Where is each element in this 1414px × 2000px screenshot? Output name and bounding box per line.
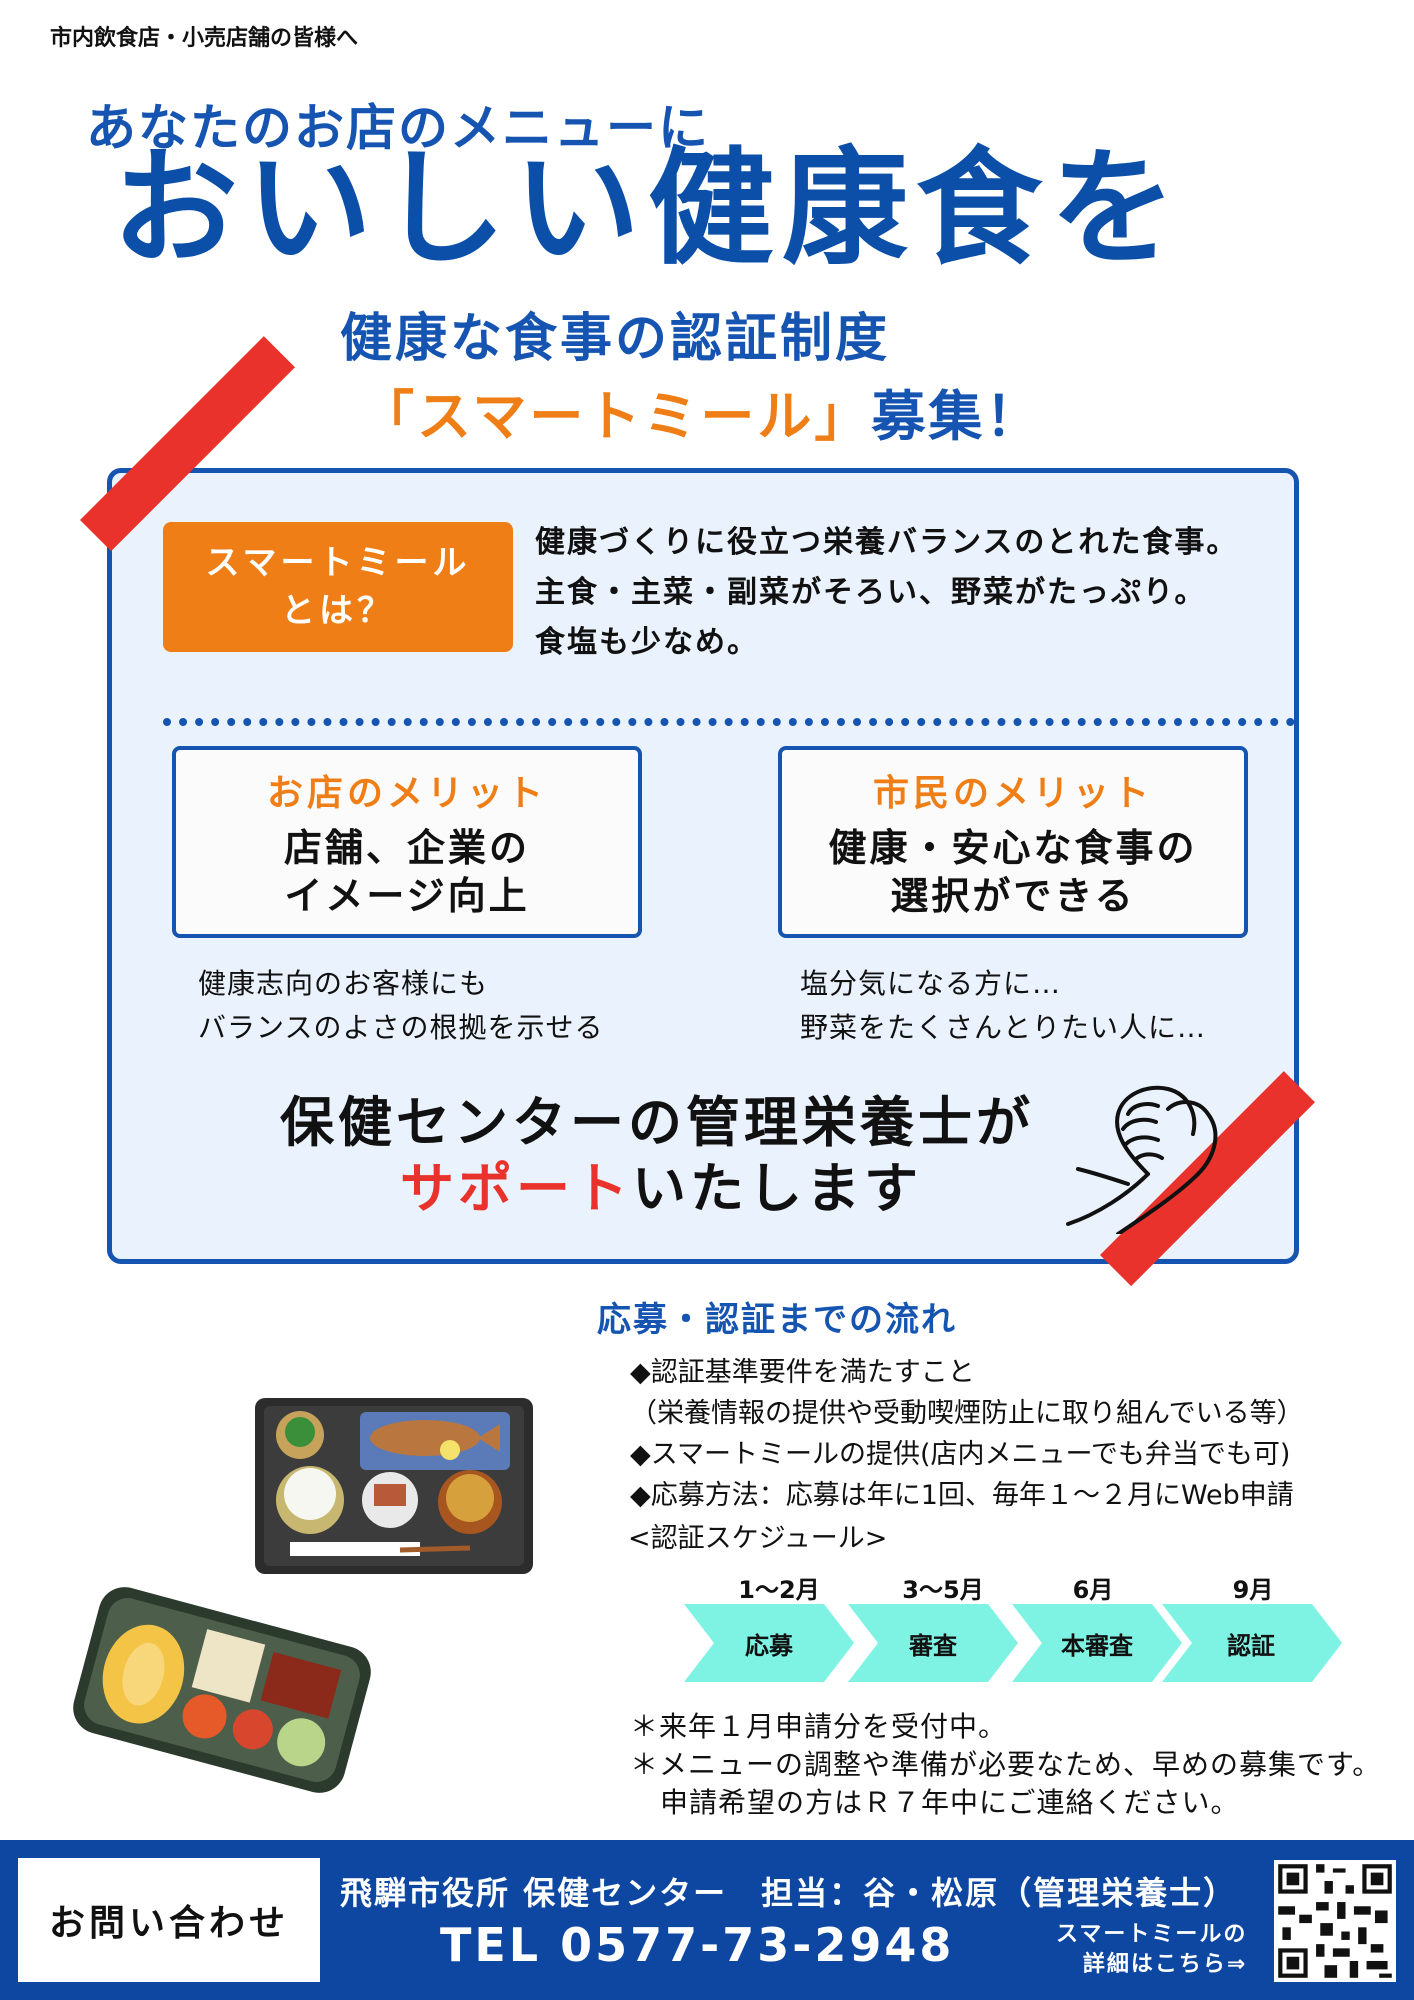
citizen-note-line2: 野菜をたくさんとりたい人に… — [800, 1011, 1207, 1044]
shop-merit-note: 健康志向のお客様にも バランスのよさの根拠を示せる — [198, 962, 603, 1050]
qr-note-line2: 詳細はこちら⇒ — [1082, 1952, 1248, 1977]
flow-item: ◆スマートミールの提供(店内メニューでも弁当でも可) — [630, 1439, 1291, 1470]
schedule-step: 審査 — [909, 1631, 957, 1660]
schedule-label: <認証スケジュール> — [628, 1523, 888, 1554]
note-line1: ＊来年１月申請分を受付中。 — [630, 1710, 1008, 1743]
citizen-merit-title: 市民のメリット — [872, 773, 1153, 814]
citizen-merit-note: 塩分気になる方に… 野菜をたくさんとりたい人に… — [800, 962, 1206, 1050]
shop-merit-title: お店のメリット — [266, 773, 547, 814]
flow-requirements: ◆認証基準要件を満たすこと （栄養情報の提供や受動喫煙防止に取り組んでいる等） … — [630, 1352, 1304, 1516]
citizen-note-line1: 塩分気になる方に… — [800, 967, 1062, 1000]
support-line2-rest: いたします — [632, 1157, 922, 1220]
handshake-icon — [1066, 1085, 1218, 1234]
qr-note-line1: スマートミールの — [1056, 1922, 1248, 1947]
shop-note-line2: バランスのよさの根拠を示せる — [198, 1011, 604, 1044]
schedule-step: 本審査 — [1061, 1631, 1133, 1660]
schedule-month: 6月 — [1072, 1576, 1114, 1604]
flow-item: ◆認証基準要件を満たすこと — [630, 1357, 975, 1388]
certification-line: 健康な食事の認証制度 — [340, 309, 891, 369]
note-line2: ＊メニューの調整や準備が必要なため、早めの募集です。 — [630, 1748, 1382, 1781]
schedule-month: 3～5月 — [902, 1576, 984, 1604]
application-notes: ＊来年１月申請分を受付中。 ＊メニューの調整や準備が必要なため、早めの募集です。… — [630, 1708, 1381, 1822]
about-text: 健康づくりに役立つ栄養バランスのとれた食事。 主食・主菜・副菜がそろい、野菜がた… — [535, 518, 1238, 668]
chevron-shape — [848, 1604, 1018, 1682]
about-text-line: 主食・主菜・副菜がそろい、野菜がたっぷり。 — [535, 575, 1207, 610]
footer-telephone[interactable]: TEL 0577-73-2948 — [440, 1918, 955, 1972]
shop-note-line1: 健康志向のお客様にも — [198, 967, 489, 1000]
about-badge-line1: スマートミール — [205, 543, 471, 583]
about-text-line: 食塩も少なめ。 — [535, 625, 759, 660]
contact-label: お問い合わせ — [18, 1858, 320, 1982]
about-badge: スマートミール とは？ — [163, 522, 513, 652]
chevron-shape — [1162, 1604, 1342, 1682]
citizen-merit-body-line2: 選択ができる — [890, 874, 1136, 918]
qr-code-icon[interactable] — [1274, 1860, 1396, 1982]
chevron-shape — [1012, 1604, 1182, 1682]
schedule-steps: 1～2月 応募 3～5月 審査 6月 本審査 9月 認証 — [684, 1570, 1344, 1682]
citizen-merit-body-line1: 健康・安心な食事の — [828, 826, 1198, 870]
citizen-merit-box: 市民のメリット 健康・安心な食事の 選択ができる — [778, 746, 1248, 938]
flow-item: ◆応募方法：応募は年に1回、毎年１～２月にWeb申請 — [630, 1480, 1294, 1511]
qr-note: スマートミールの 詳細はこちら⇒ — [1056, 1920, 1247, 1980]
footer-organization: 飛騨市役所 保健センター 担当：谷・松原（管理栄養士） — [340, 1874, 1238, 1912]
top-note: 市内飲食店・小売店舗の皆様へ — [50, 26, 359, 51]
schedule-chevrons — [684, 1604, 1342, 1682]
schedule-month: 1～2月 — [738, 1576, 820, 1604]
schedule-step: 認証 — [1227, 1631, 1275, 1660]
recruit-line: 「スマートミール」募集！ — [360, 372, 1042, 451]
shop-merit-box: お店のメリット 店舗、企業の イメージ向上 — [172, 746, 642, 938]
recruit-suffix: 募集！ — [871, 385, 1043, 448]
support-highlight: サポート — [400, 1157, 632, 1220]
recruit-name: 「スマートミール」 — [360, 385, 872, 448]
note-line3: 申請希望の方はＲ７年中にご連絡ください。 — [660, 1786, 1240, 1819]
headline-sub: あなたのお店のメニューに — [86, 99, 710, 157]
support-line1: 保健センターの管理栄養士が — [280, 1091, 1034, 1154]
bento-box-illustration — [73, 1587, 371, 1793]
headline-main: おいしい健康食を — [112, 135, 1184, 282]
shop-merit-body-line2: イメージ向上 — [284, 874, 530, 918]
flow-title: 応募・認証までの流れ — [597, 1300, 957, 1340]
shop-merit-body-line1: 店舗、企業の — [283, 826, 530, 870]
schedule-step: 応募 — [745, 1631, 793, 1660]
dotted-divider — [163, 718, 1295, 726]
schedule-month: 9月 — [1232, 1576, 1274, 1604]
set-meal-illustration — [255, 1398, 533, 1574]
chevron-shape — [684, 1604, 854, 1682]
about-badge-line2: とは？ — [281, 591, 395, 631]
flow-item: （栄養情報の提供や受動喫煙防止に取り組んでいる等） — [630, 1398, 1304, 1429]
support-message: 保健センターの管理栄養士が サポートいたします — [280, 1090, 1034, 1222]
about-text-line: 健康づくりに役立つ栄養バランスのとれた食事。 — [535, 525, 1239, 560]
